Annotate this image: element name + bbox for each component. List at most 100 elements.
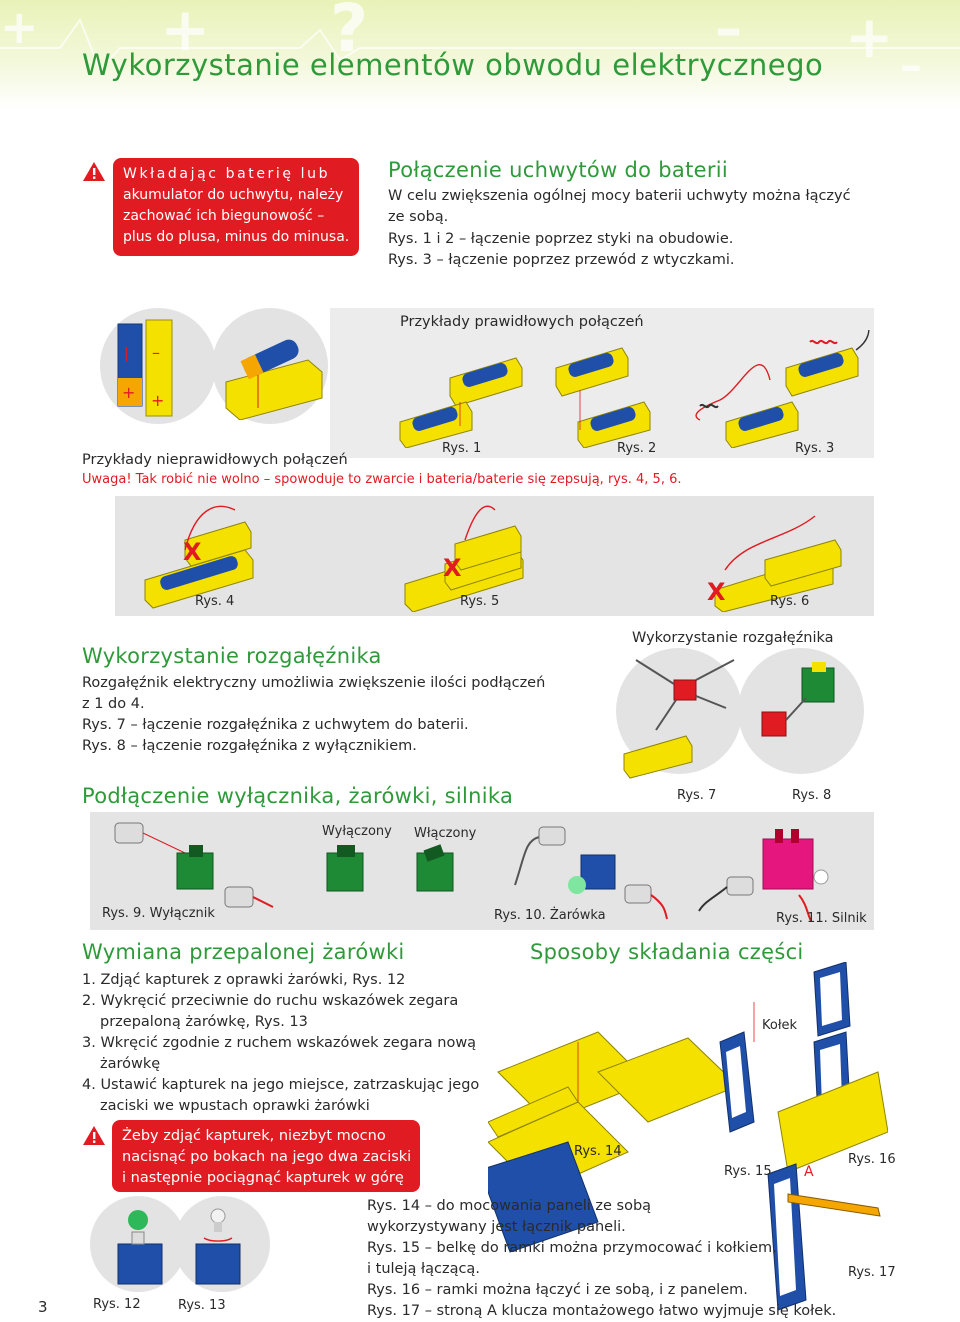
rys15-frame (719, 1002, 755, 1133)
bulb-step: 3. Wkręcić zgodnie z ruchem wskazówek ze… (82, 1035, 477, 1051)
figure-label: Rys. 5 (460, 594, 500, 609)
rys14-left-panel (488, 1141, 599, 1253)
short-circuit-warning: Uwaga! Tak robić nie wolno – spowoduje t… (82, 469, 682, 490)
figure-label: Rys. 9. Wyłącznik (102, 906, 215, 921)
incorrect-connections-illustration: X X X (144, 505, 842, 612)
rys5: X (404, 505, 524, 612)
assembly-line: Rys. 14 – do mocowania paneli ze sobą (367, 1198, 652, 1214)
figure-label: Rys. 7 (677, 788, 717, 803)
warning-line: akumulator do uchwytu, należy (123, 187, 344, 203)
correct-caption: Przykłady prawidłowych połączeń (400, 314, 644, 330)
rys2-holders (555, 347, 651, 448)
battery-connection-line: ze sobą. (388, 209, 449, 225)
plus-decoration: + (0, 0, 39, 54)
rys10-bulb (514, 826, 668, 920)
svg-text:+: + (122, 383, 135, 402)
rys6: X (707, 515, 842, 612)
rys4: X (144, 505, 254, 609)
warning-line: nacisnąć po bokach na jego dwa zaciski (122, 1149, 412, 1165)
question-decoration: ? (330, 0, 369, 67)
svg-text:|: | (124, 346, 129, 362)
warning-line: Żeby zdjąć kapturek, niezbyt mocno (122, 1128, 386, 1144)
splitter-heading: Wykorzystanie rozgałęźnika (82, 644, 382, 668)
bulb-step: żarówkę (100, 1056, 161, 1072)
rys1-holders (399, 357, 523, 448)
figure-label: Rys. 11. Silnik (776, 911, 867, 926)
bulb-step: 4. Ustawić kapturek na jego miejsce, zat… (82, 1077, 480, 1093)
warning-text: Tak robić nie wolno – spowoduje to zwarc… (131, 472, 682, 487)
assembly-line: i tuleją łączącą. (367, 1261, 480, 1277)
figure-label: Rys. 2 (617, 441, 657, 456)
figure-label: Rys. 15 (724, 1164, 772, 1179)
figure-label: Rys. 14 (574, 1144, 622, 1159)
svg-text:+: + (151, 391, 164, 410)
assembly-line: Rys. 17 – stroną A klucza montażowego ła… (367, 1303, 837, 1319)
warning-icon (83, 1126, 105, 1145)
plus-decoration: + (160, 0, 211, 65)
plus-decoration: + (845, 3, 894, 71)
svg-text:X: X (707, 578, 726, 606)
figure-label: Rys. 6 (770, 594, 810, 609)
splitter-line: z 1 do 4. (82, 696, 145, 712)
assembly-line: Rys. 15 – belkę do ramki można przymocow… (367, 1240, 777, 1256)
battery-connection-heading: Połączenie uchwytów do baterii (388, 158, 729, 182)
assembly-illustration (488, 962, 888, 1311)
page-title: Wykorzystanie elementów obwodu elektrycz… (82, 48, 824, 82)
svg-text:X: X (443, 554, 462, 582)
warning-prefix: Uwaga! (82, 472, 132, 487)
correct-connections-illustration (399, 330, 870, 448)
warning-line: Wkładając baterię lub (123, 166, 331, 182)
bulb-step: zaciski we wpustach oprawki żarówki (100, 1098, 370, 1114)
figure-label: Rys. 3 (795, 441, 835, 456)
warning-line: plus do plusa, minus do minusa. (123, 229, 350, 245)
figure-label: Rys. 13 (178, 1298, 226, 1313)
svg-text:X: X (183, 538, 202, 566)
header-band: + + ? – + – (0, 0, 960, 110)
battery-connection-line: Rys. 1 i 2 – łączenie poprzez styki na o… (388, 231, 734, 247)
minus-decoration: – (715, 0, 742, 60)
incorrect-caption: Przykłady nieprawidłowych połączeń (82, 452, 348, 468)
bulb-step: 2. Wykręcić przeciwnie do ruchu wskazówe… (82, 993, 459, 1009)
warning-line: i następnie pociągnąć kapturek w górę (122, 1170, 404, 1186)
figure-label: Rys. 8 (792, 788, 832, 803)
rys17-frame (767, 1163, 881, 1311)
peg-label: Kołek (762, 1018, 798, 1033)
wave-decoration (0, 17, 960, 72)
figure-label: Rys. 12 (93, 1297, 141, 1312)
figure-label: Rys. 1 (442, 441, 482, 456)
switch-off-label: Wyłączony (322, 824, 392, 839)
battery-polarity-warning: Wkładając baterię lub akumulator do uchw… (113, 158, 359, 256)
warning-line: zachować ich biegunowość – (123, 208, 325, 224)
switch-on-label: Włączony (414, 826, 477, 841)
connect-illustration (114, 822, 829, 922)
battery-connection-line: Rys. 3 – łączenie poprzez przewód z wtyc… (388, 252, 735, 268)
connect-heading: Podłączenie wyłącznika, żarówki, silnika (82, 784, 514, 808)
assembly-line: Rys. 16 – ramki można łączyć i ze sobą, … (367, 1282, 748, 1298)
figure-label: Rys. 17 (848, 1265, 896, 1280)
splitter-figure-caption: Wykorzystanie rozgałęźnika (632, 630, 834, 646)
rys16-frames (777, 962, 888, 1173)
splitter-illustration (623, 659, 835, 779)
splitter-line: Rys. 7 – łączenie rozgałęźnika z uchwyte… (82, 717, 469, 733)
bulb-step: przepaloną żarówkę, Rys. 13 (100, 1014, 308, 1030)
a-label: A (804, 1164, 814, 1180)
splitter-line: Rozgałęźnik elektryczny umożliwia zwięks… (82, 675, 546, 691)
polarity-illustration: | + – + (117, 319, 173, 417)
switch-circle (738, 648, 864, 774)
figure-label: Rys. 16 (848, 1152, 896, 1167)
rys11-motor (698, 829, 829, 922)
figure-label: Rys. 4 (195, 594, 235, 609)
battery-connection-line: W celu zwiększenia ogólnej mocy baterii … (388, 188, 851, 204)
svg-text:–: – (152, 343, 160, 362)
connect-panel (90, 812, 874, 930)
warning-icon (83, 162, 105, 181)
bulb-heading: Wymiana przepalonej żarówki (82, 940, 405, 964)
figure-label: Rys. 10. Żarówka (494, 908, 606, 923)
assembly-heading: Sposoby składania części (530, 940, 804, 964)
rys9-switch (114, 822, 454, 908)
assembly-line: wykorzystywany jest łącznik paneli. (367, 1219, 626, 1235)
splitter-line: Rys. 8 – łączenie rozgałęźnika z wyłączn… (82, 738, 417, 754)
rys3-holders (695, 330, 870, 448)
bulb-step: 1. Zdjąć kapturek z oprawki żarówki, Rys… (82, 972, 406, 988)
page-number: 3 (38, 1298, 48, 1316)
